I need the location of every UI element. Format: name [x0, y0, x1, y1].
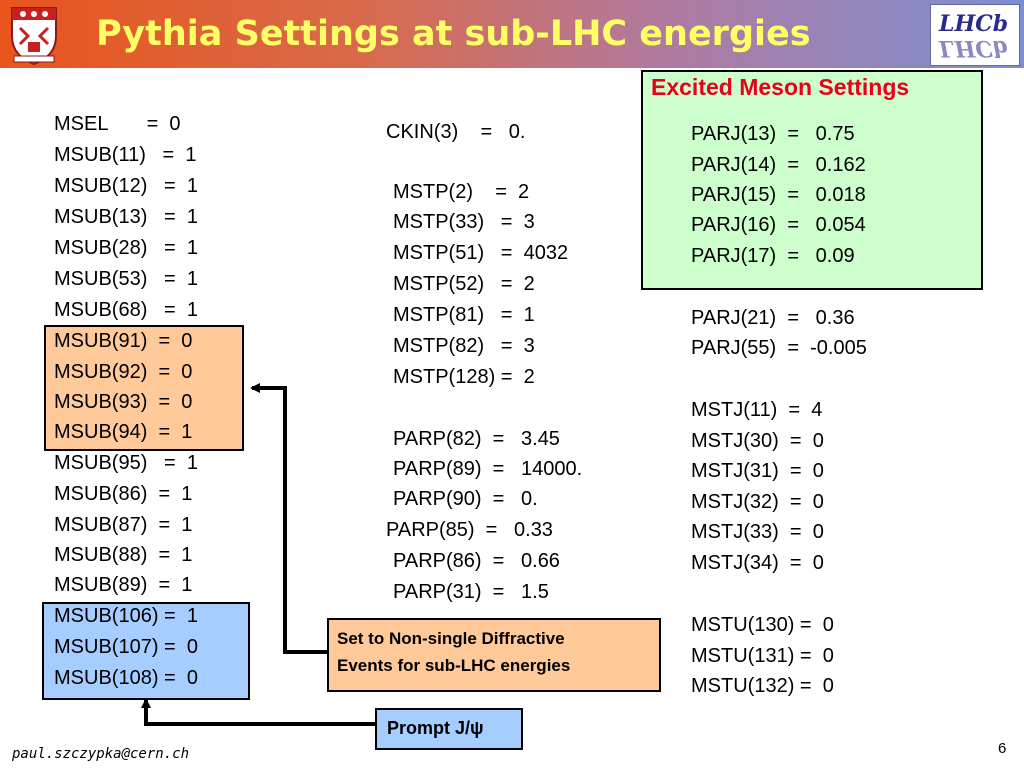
setting-line: MSUB(11) = 1: [54, 144, 197, 166]
setting-line: MSEL = 0: [54, 113, 181, 135]
setting-line: MSTJ(33) = 0: [691, 521, 824, 543]
setting-line: MSTU(132) = 0: [691, 675, 834, 697]
callout-line: Set to Non-single Diffractive: [337, 629, 565, 648]
setting-line: MSUB(95) = 1: [54, 452, 198, 474]
setting-line: PARP(31) = 1.5: [393, 581, 549, 603]
title-bar: [0, 0, 1024, 68]
excited-meson-title: Excited Meson Settings: [651, 74, 910, 100]
setting-line: MSTJ(34) = 0: [691, 552, 824, 574]
setting-line: PARP(89) = 14000.: [393, 458, 583, 480]
setting-line: MSTP(33) = 3: [393, 211, 535, 233]
msub-diffractive-highlight: [44, 325, 244, 451]
setting-line: MSUB(91) = 0: [54, 330, 193, 352]
setting-line: PARP(86) = 0.66: [393, 550, 560, 572]
setting-line: PARJ(17) = 0.09: [691, 245, 855, 267]
university-crest-logo: [11, 7, 57, 66]
setting-line: MSTJ(30) = 0: [691, 430, 824, 452]
setting-line: MSTU(131) = 0: [691, 645, 834, 667]
setting-line: MSUB(28) = 1: [54, 237, 198, 259]
lhcb-logo-text: LHCb: [939, 11, 1009, 37]
setting-line: PARJ(13) = 0.75: [691, 123, 855, 145]
lhcb-logo: LHCb LHCb: [930, 4, 1020, 66]
setting-line: MSTJ(32) = 0: [691, 491, 824, 513]
setting-line: MSUB(13) = 1: [54, 206, 198, 228]
excited-meson-box: [641, 70, 983, 290]
setting-line: MSUB(53) = 1: [54, 268, 198, 290]
prompt-label: Prompt J/ψ: [387, 718, 484, 738]
setting-line: MSUB(92) = 0: [54, 361, 193, 383]
setting-line: MSTP(52) = 2: [393, 273, 535, 295]
setting-line: PARJ(55) = -0.005: [691, 337, 867, 359]
setting-line: MSUB(89) = 1: [54, 574, 193, 596]
setting-line: MSTJ(11) = 4: [691, 399, 823, 421]
setting-line: MSUB(88) = 1: [54, 544, 193, 566]
page-number: 6: [998, 740, 1007, 757]
setting-line: PARJ(16) = 0.054: [691, 214, 866, 236]
setting-line: MSTP(128) = 2: [393, 366, 535, 388]
page-title: Pythia Settings at sub-LHC energies: [96, 14, 811, 54]
setting-line: MSUB(107) = 0: [54, 636, 198, 658]
setting-line: MSUB(12) = 1: [54, 175, 198, 197]
setting-line: MSTU(130) = 0: [691, 614, 834, 636]
arrow-to-prompt-box: [141, 698, 375, 726]
setting-line: MSTP(82) = 3: [393, 335, 535, 357]
setting-line: PARP(82) = 3.45: [393, 428, 560, 450]
setting-line: PARJ(21) = 0.36: [691, 307, 855, 329]
setting-line: MSUB(68) = 1: [54, 299, 198, 321]
prompt-jpsi-callout: Prompt J/ψ: [375, 708, 523, 750]
setting-line: MSTJ(31) = 0: [691, 460, 824, 482]
setting-line: MSUB(93) = 0: [54, 391, 193, 413]
setting-line: MSTP(51) = 4032: [393, 242, 569, 264]
setting-line: MSUB(87) = 1: [54, 514, 193, 536]
setting-line: PARJ(14) = 0.162: [691, 154, 866, 176]
setting-line: CKIN(3) = 0.: [386, 121, 526, 143]
setting-line: PARJ(15) = 0.018: [691, 184, 866, 206]
setting-line: PARP(85) = 0.33: [386, 519, 553, 541]
setting-line: MSUB(106) = 1: [54, 605, 198, 627]
footer-email: paul.szczypka@cern.ch: [12, 746, 190, 762]
arrow-to-diffractive-box: [250, 383, 327, 654]
callout-line: Events for sub-LHC energies: [337, 656, 571, 675]
setting-line: MSUB(86) = 1: [54, 483, 193, 505]
setting-line: MSTP(2) = 2: [393, 181, 530, 203]
setting-line: PARP(90) = 0.: [393, 488, 538, 510]
setting-line: MSTP(81) = 1: [393, 304, 535, 326]
setting-line: MSUB(94) = 1: [54, 421, 193, 443]
diffractive-callout: Set to Non-single Diffractive Events for…: [327, 618, 661, 692]
setting-line: MSUB(108) = 0: [54, 667, 198, 689]
